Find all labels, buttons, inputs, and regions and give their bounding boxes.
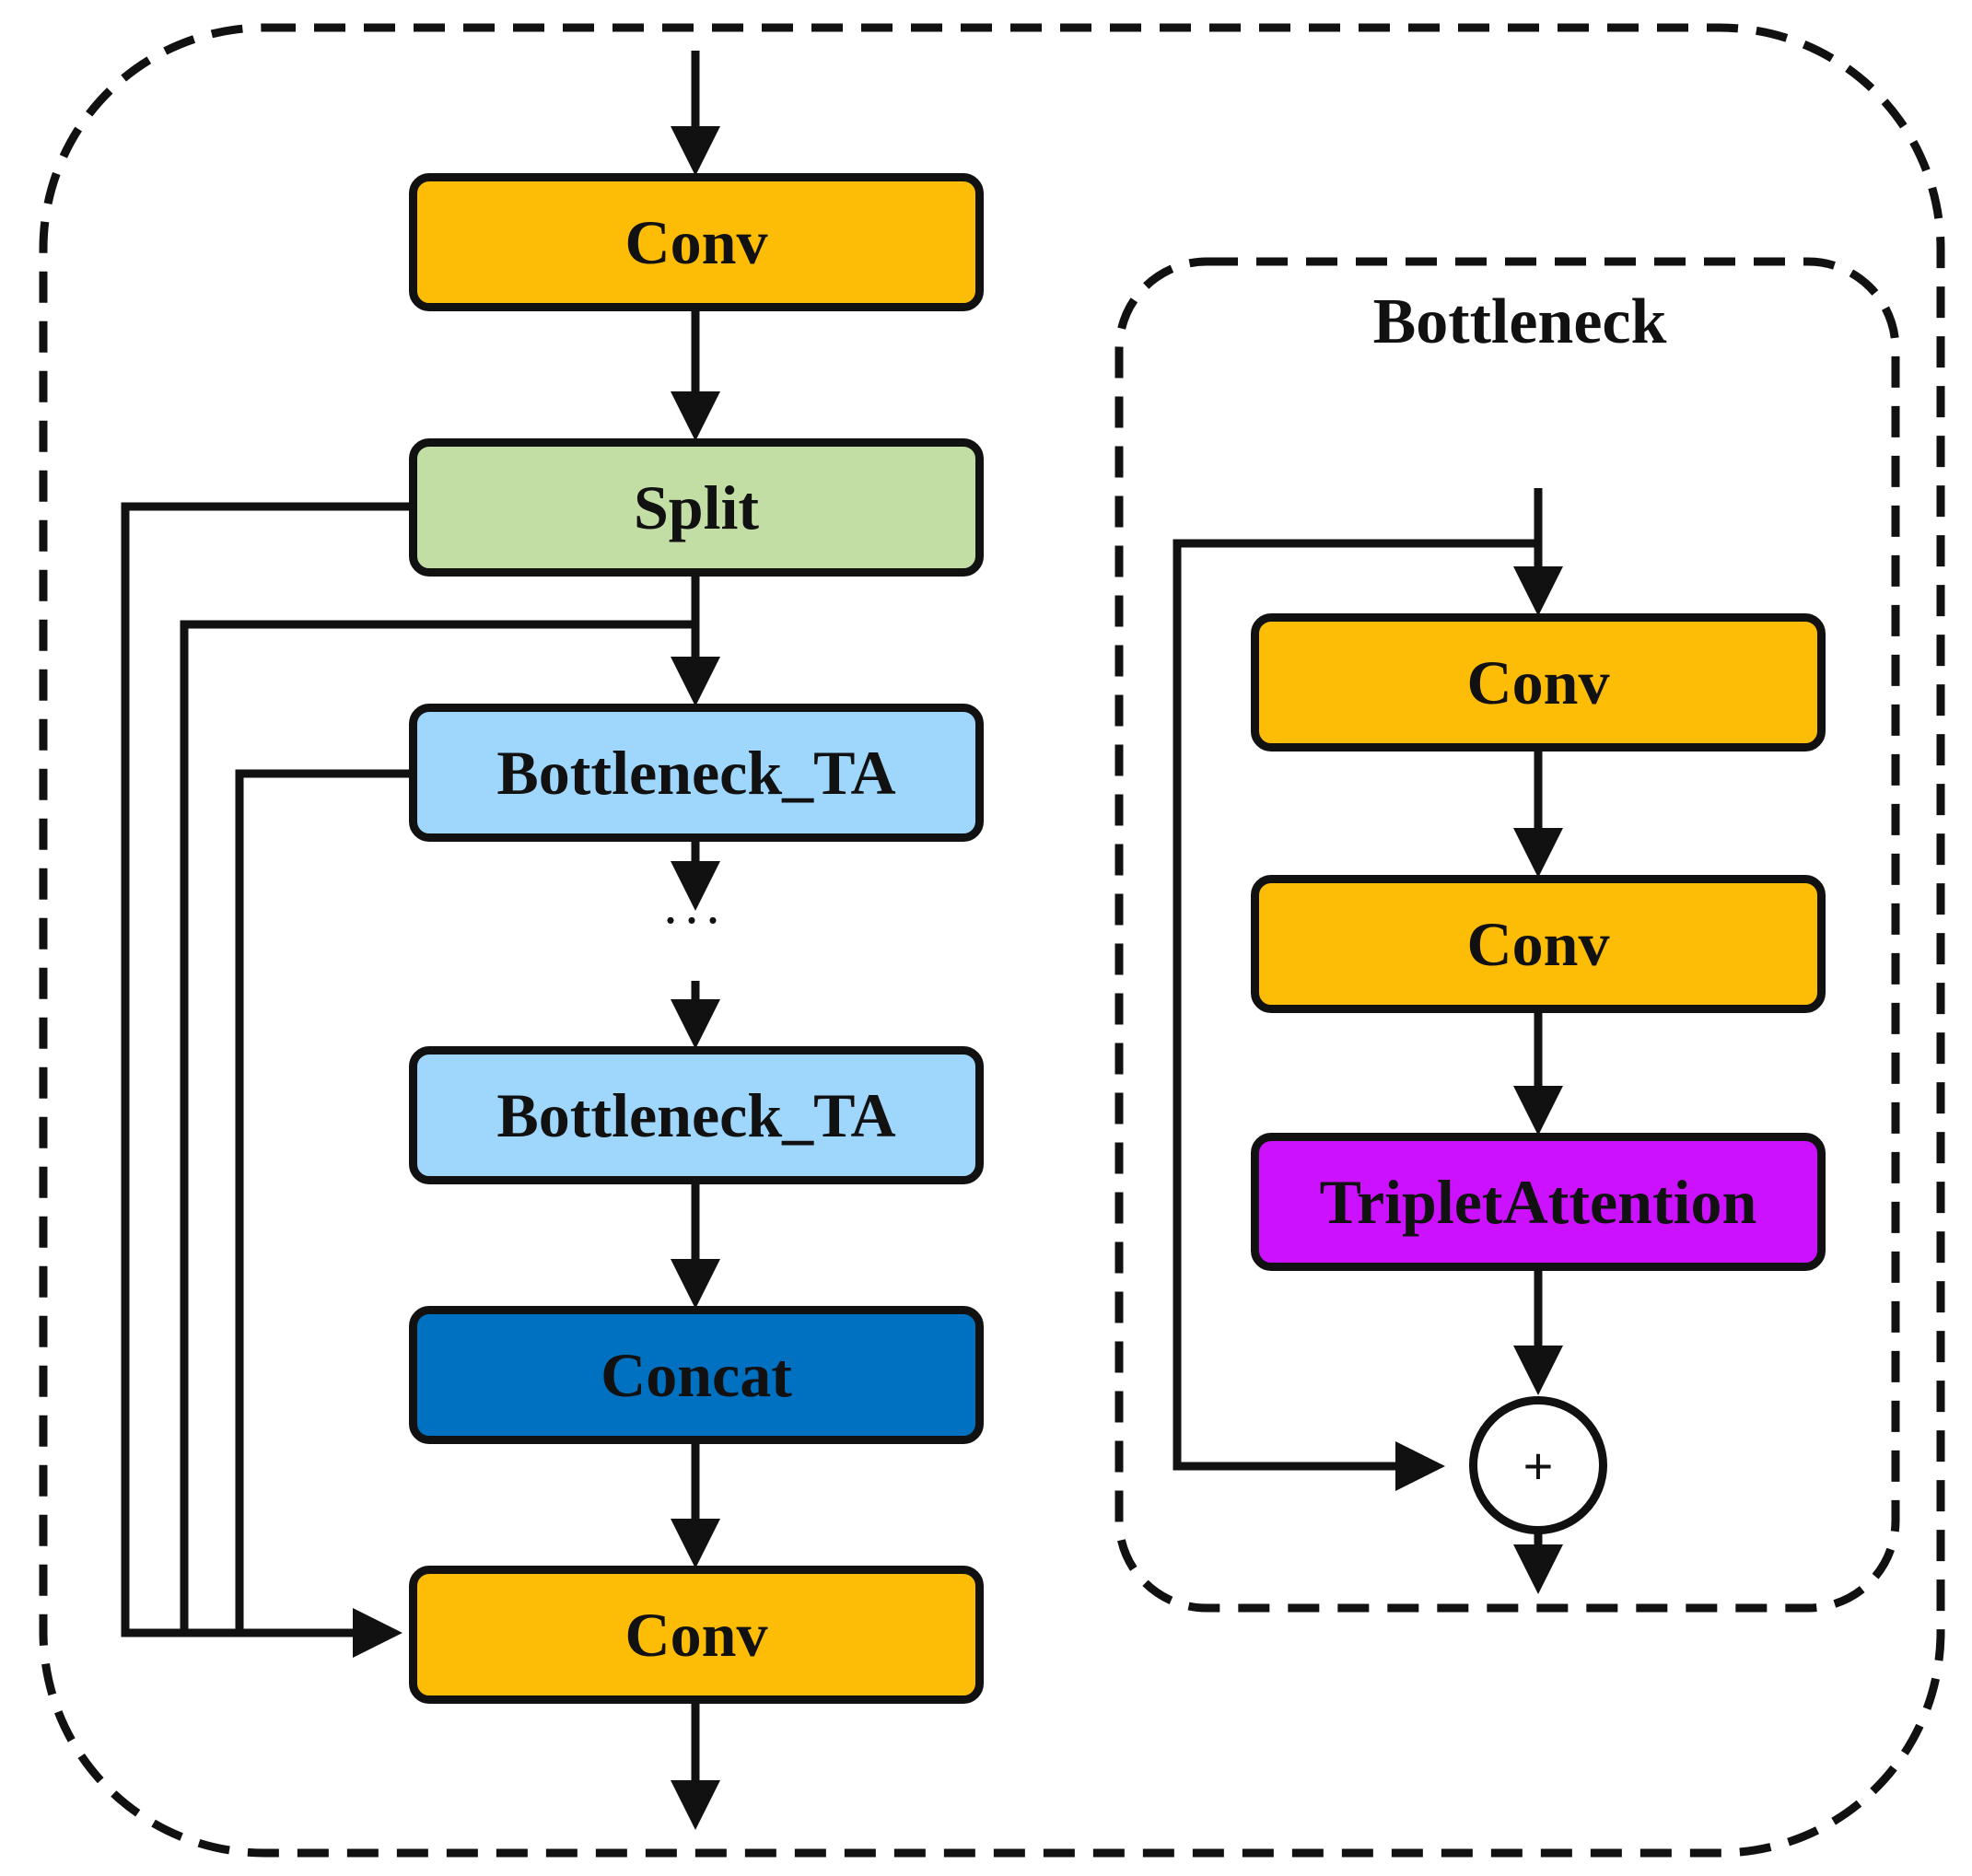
conv-block-top: Conv — [409, 173, 984, 311]
triplet-attention-block-label: TripletAttention — [1319, 1167, 1757, 1237]
bottleneck-panel-title-text: Bottleneck — [1372, 286, 1667, 357]
add-operator: + — [1469, 1396, 1607, 1534]
bottleneck-ta-block-2: Bottleneck_TA — [409, 1046, 984, 1184]
skip-split-to-conv — [121, 502, 409, 1658]
bottleneck-ta-block-1-label: Bottleneck_TA — [496, 738, 896, 808]
bottleneck-panel-title: Bottleneck — [1289, 285, 1750, 359]
triplet-attention-block: TripletAttention — [1251, 1133, 1826, 1271]
bottleneck-ta-block-2-label: Bottleneck_TA — [496, 1080, 896, 1150]
bottleneck-conv-block-1-label: Conv — [1466, 647, 1610, 717]
skip-bottleneck-to-conv — [235, 769, 409, 1633]
bottleneck-connectors — [1173, 488, 1563, 1594]
residual-path — [1173, 539, 1538, 1491]
bottleneck-conv-block-1: Conv — [1251, 613, 1826, 752]
conv-block-bottom: Conv — [409, 1566, 984, 1704]
bottleneck-dashed-frame — [1114, 257, 1900, 1613]
ellipsis-text: ... — [663, 874, 728, 935]
skip-split-branch-to-conv — [180, 620, 695, 1633]
outer-dashed-frame — [39, 23, 1945, 1858]
split-block-label: Split — [633, 472, 760, 542]
add-operator-symbol: + — [1523, 1436, 1554, 1495]
concat-block-label: Concat — [601, 1340, 792, 1410]
concat-block: Concat — [409, 1306, 984, 1444]
bottleneck-conv-block-2: Conv — [1251, 875, 1826, 1013]
bottleneck-conv-block-2-label: Conv — [1466, 909, 1610, 979]
ellipsis: ... — [626, 873, 764, 938]
conv-block-bottom-label: Conv — [624, 1600, 768, 1670]
split-block: Split — [409, 438, 984, 577]
conv-block-top-label: Conv — [624, 207, 768, 277]
bottleneck-ta-block-1: Bottleneck_TA — [409, 704, 984, 842]
main-flow-connectors — [121, 51, 720, 1830]
